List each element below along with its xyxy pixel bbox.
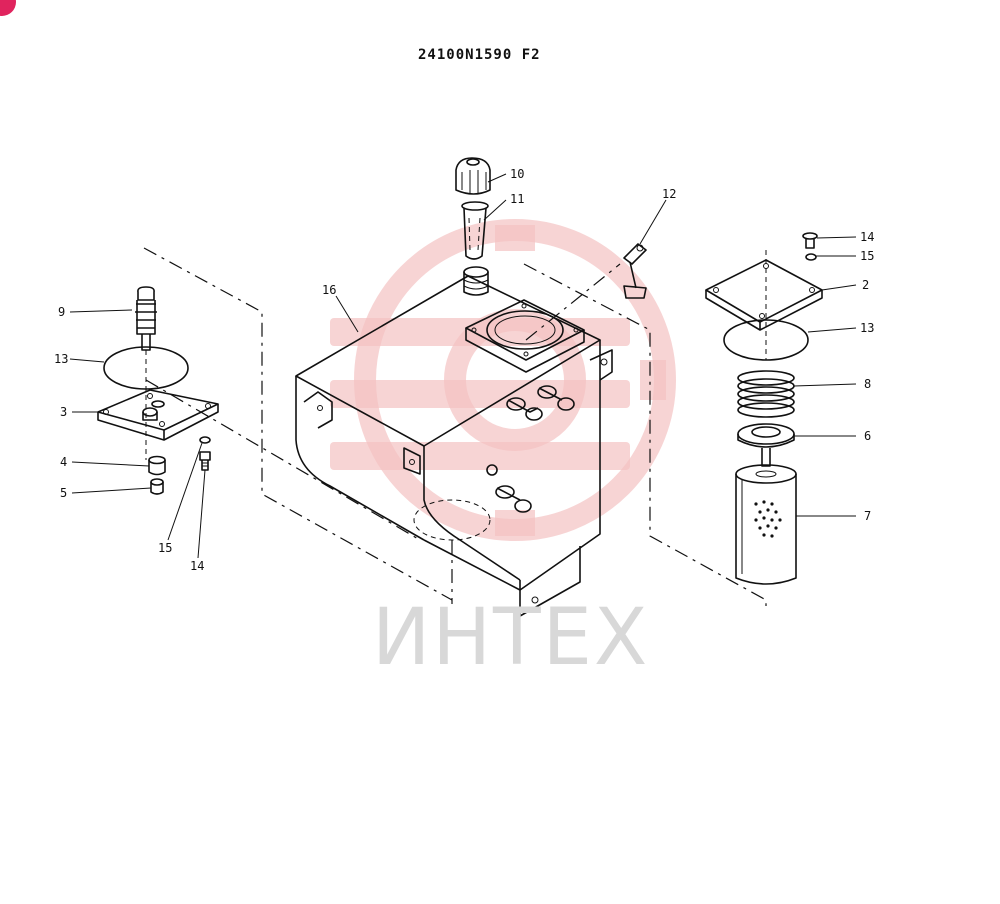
callout-6: 6 xyxy=(864,429,871,443)
callout-15-right: 15 xyxy=(860,249,874,263)
cover-plate-part-3 xyxy=(97,389,219,441)
watermark-gear-icon xyxy=(330,219,676,541)
assembly-lines xyxy=(143,247,767,606)
right-assembly xyxy=(705,232,823,585)
callout-8: 8 xyxy=(864,377,871,391)
plug-part-5 xyxy=(150,478,164,495)
filler-neck xyxy=(463,266,489,296)
watermark-text: ИНТЕХ xyxy=(372,593,649,683)
callout-14-right: 14 xyxy=(860,230,874,244)
plug-part-4 xyxy=(148,455,166,476)
tank-port-3 xyxy=(495,485,532,513)
washer-left xyxy=(199,436,211,444)
callout-10: 10 xyxy=(510,167,524,181)
bolt-right xyxy=(802,232,818,249)
corner-badge xyxy=(0,0,16,16)
valve-part-6 xyxy=(737,423,795,467)
callout-13-right: 13 xyxy=(860,321,874,335)
callout-9: 9 xyxy=(58,305,65,319)
breather-part-9 xyxy=(135,286,157,351)
bolt-left xyxy=(199,451,211,471)
washer-right xyxy=(805,253,817,261)
strainer-part-11 xyxy=(461,201,489,260)
callout-13-left: 13 xyxy=(54,352,68,366)
callout-11: 11 xyxy=(510,192,524,206)
tank-port-1 xyxy=(506,397,543,421)
callout-12: 12 xyxy=(662,187,676,201)
callout-2: 2 xyxy=(862,278,869,292)
callout-5: 5 xyxy=(60,486,67,500)
hydraulic-tank-part-16 xyxy=(295,266,613,617)
callout-4: 4 xyxy=(60,455,67,469)
spring-part-8 xyxy=(737,370,795,418)
level-gauge-part-12 xyxy=(623,243,647,299)
tank-port-2 xyxy=(537,385,575,411)
callout-15-left: 15 xyxy=(158,541,172,555)
callout-7: 7 xyxy=(864,509,871,523)
filler-cap-part-10 xyxy=(455,157,491,195)
leader-lines xyxy=(69,173,857,559)
left-assembly xyxy=(97,286,219,495)
diagram-title: 24100N1590 F2 xyxy=(418,47,541,63)
callout-16: 16 xyxy=(322,283,336,297)
filter-element-part-7 xyxy=(735,464,797,585)
callout-14-left: 14 xyxy=(190,559,204,573)
callout-3: 3 xyxy=(60,405,67,419)
